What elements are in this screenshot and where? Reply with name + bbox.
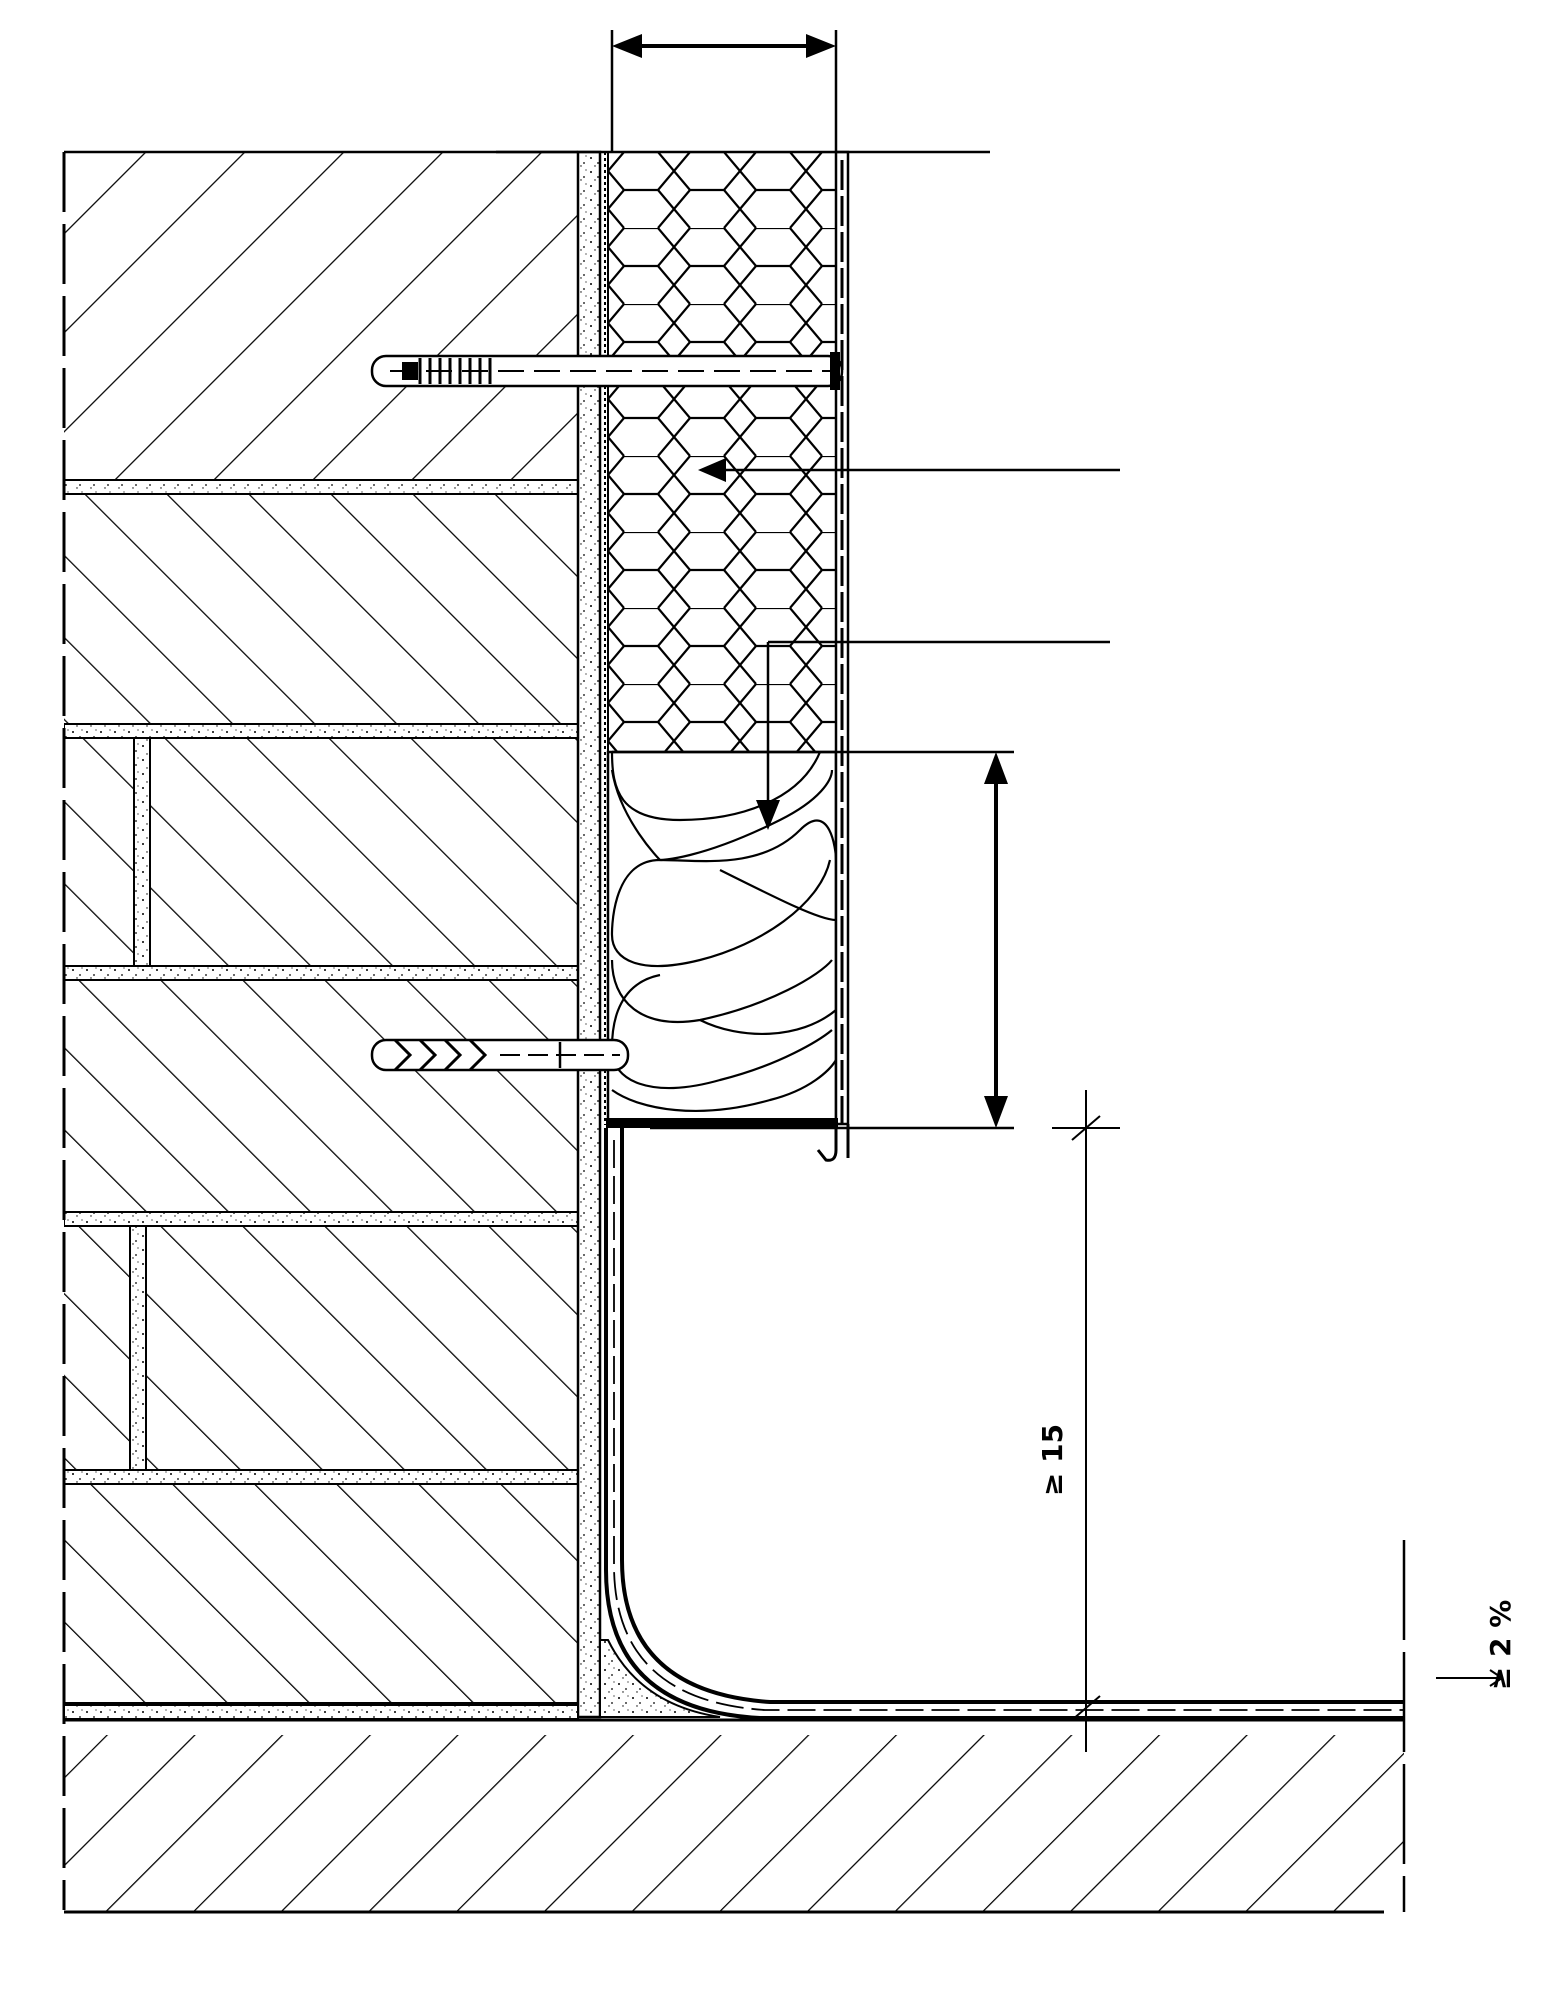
masonry-wall [64,152,578,1717]
plinth-base-profile [606,1118,838,1128]
membrane-inner [620,1128,1404,1704]
floor-slab [64,1735,1404,1912]
membrane-centerline [613,1140,1404,1711]
splash-height-dimension: ≥ 15 [1036,1090,1120,1752]
insulation-anchor-top [370,352,844,390]
brick [64,980,578,1212]
insulation-anchor-plinth [370,1038,630,1072]
slope-annotation: ≥ 2 % [1436,1600,1517,1691]
mortar-joint [64,965,578,981]
membrane-outer [604,1128,1404,1720]
drip-edge [816,1124,850,1162]
plinth-insulation [606,750,838,1126]
cove-fillet [599,1639,721,1718]
thickness-dimension [496,30,990,154]
leader-insulation [698,458,1120,482]
mortar-joint [64,723,578,739]
plinth-height-dimension [612,750,1014,1130]
concrete-block [64,152,578,480]
leader-plinth [756,640,1110,830]
brick [64,494,578,724]
mortar-joint [64,1211,578,1227]
brick [146,1226,578,1470]
brick [64,1484,578,1703]
mortar-head-joint [129,1225,147,1471]
brick [64,1226,130,1470]
brick [150,738,578,966]
mortar-joint [64,1469,578,1485]
mortar-head-joint [133,737,151,967]
min-height-label: ≥ 15 [1036,1424,1069,1496]
mortar-joint [64,479,578,495]
slope-label: ≥ 2 % [1484,1600,1517,1691]
mortar-under-wall [63,1704,579,1720]
brick [64,738,134,966]
facade-insulation [608,152,836,752]
